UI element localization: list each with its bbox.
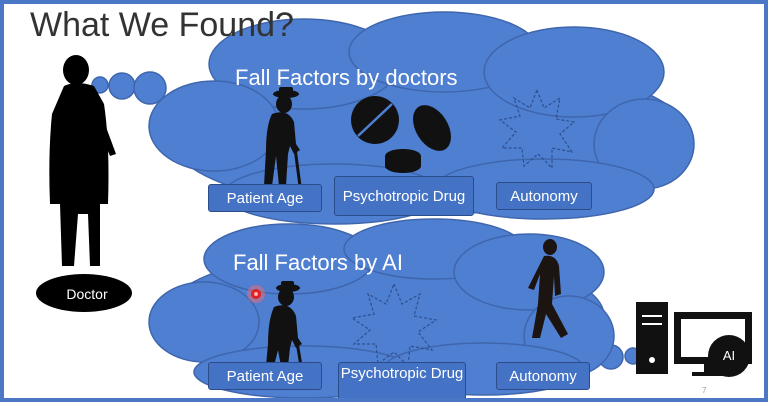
ai-computer-icon xyxy=(636,302,752,377)
doctor-silhouette-icon xyxy=(36,55,132,312)
ai-factor-patient-age: Patient Age xyxy=(208,362,322,390)
ai-factor-autonomy: Autonomy xyxy=(496,362,590,390)
ai-factors-title: Fall Factors by AI xyxy=(233,250,403,275)
doctor-label: Doctor xyxy=(66,286,108,302)
elderly-person-icon xyxy=(264,87,300,186)
walking-cane-icon xyxy=(293,147,302,187)
factor-patient-age: Patient Age xyxy=(208,184,322,212)
slide-title: What We Found? xyxy=(30,6,294,44)
pills-icon xyxy=(351,96,451,173)
factor-psychotropic-drug: Psychotropic Drug xyxy=(334,176,474,216)
walking-man-icon xyxy=(528,239,568,338)
highlight-marker-icon xyxy=(247,285,265,303)
autonomy-burst-icon xyxy=(498,88,576,170)
page-number: 7 xyxy=(702,386,707,395)
slide-artwork xyxy=(36,11,752,398)
elderly-person-ai-icon xyxy=(266,281,302,366)
drug-burst-icon xyxy=(350,282,438,368)
doctor-factors-title: Fall Factors by doctors xyxy=(235,65,458,90)
factor-autonomy: Autonomy xyxy=(496,182,592,210)
ai-factor-psychotropic-drug: Psychotropic Drug xyxy=(338,362,466,398)
ai-label: AI xyxy=(722,348,736,363)
